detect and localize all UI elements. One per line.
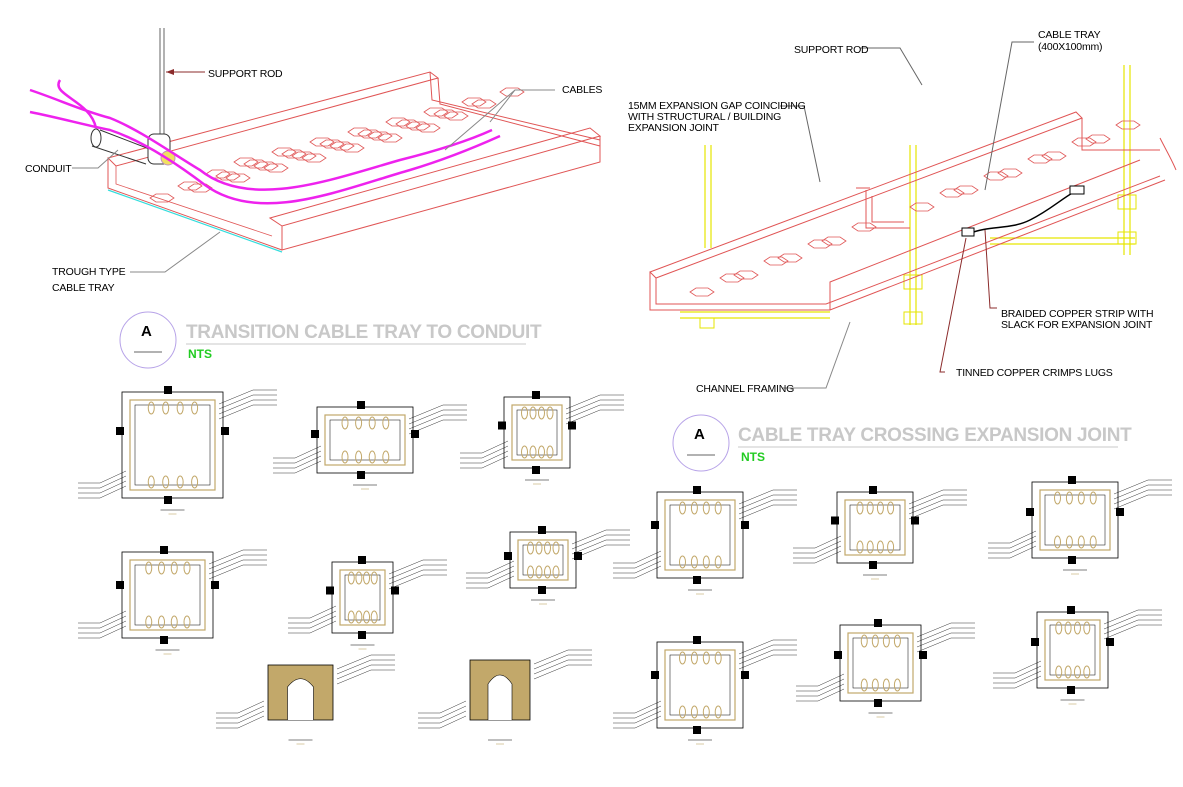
cable-tray-size-label: (400X100mm) xyxy=(1038,41,1102,53)
plan-details-grid xyxy=(78,386,1172,745)
expansion-gap-label-1: 15MM EXPANSION GAP COINCIDING xyxy=(628,100,806,112)
support-rod-label: SUPPORT ROD xyxy=(208,68,283,80)
braided-strip-label-1: BRAIDED COPPER STRIP WITH xyxy=(1001,308,1153,320)
detail-b-scale: NTS xyxy=(741,450,765,464)
detail-tag-b: A xyxy=(694,426,705,443)
plan-detail-11 xyxy=(988,476,1172,575)
plan-detail-12 xyxy=(613,636,797,745)
detail-a-title: TRANSITION CABLE TRAY TO CONDUIT xyxy=(186,322,542,343)
channel-framing-label: CHANNEL FRAMING xyxy=(696,383,794,395)
expansion-gap-label-3: EXPANSION JOINT xyxy=(628,122,720,134)
cable-tray-label-b: CABLE TRAY xyxy=(1038,29,1101,41)
cable-tray-label: CABLE TRAY xyxy=(52,282,115,294)
detail-a-title-block: A TRANSITION CABLE TRAY TO CONDUIT NTS xyxy=(119,311,542,369)
plan-detail-6 xyxy=(466,526,630,605)
detail-tag: A xyxy=(141,323,152,340)
plan-detail-2 xyxy=(273,401,467,490)
detail-a-scale: NTS xyxy=(188,347,212,361)
plan-detail-3 xyxy=(460,391,624,485)
plan-detail-10 xyxy=(793,486,967,580)
plan-detail-8 xyxy=(418,649,592,745)
plan-detail-9 xyxy=(613,486,797,595)
plan-detail-13 xyxy=(796,619,975,718)
plan-detail-7 xyxy=(216,654,395,745)
conduit-label: CONDUIT xyxy=(25,163,72,175)
detail-b-isometric: SUPPORT ROD CABLE TRAY (400X100mm) 15MM … xyxy=(628,29,1177,395)
trough-type-label: TROUGH TYPE xyxy=(52,266,126,278)
detail-a-isometric: SUPPORT ROD CABLES CONDUIT TROUGH TYPE C… xyxy=(25,28,603,294)
expansion-gap-label-2: WITH STRUCTURAL / BUILDING xyxy=(628,111,781,123)
support-rod-label-b: SUPPORT ROD xyxy=(794,44,869,56)
cables-label: CABLES xyxy=(562,84,602,96)
detail-b-title-block: A CABLE TRAY CROSSING EXPANSION JOINT NT… xyxy=(672,414,1132,472)
braided-strip-label-2: SLACK FOR EXPANSION JOINT xyxy=(1001,319,1153,331)
plan-detail-4 xyxy=(78,546,267,655)
crimp-lugs-label: TINNED COPPER CRIMPS LUGS xyxy=(956,367,1113,379)
plan-detail-5 xyxy=(288,556,447,650)
plan-detail-14 xyxy=(993,606,1162,705)
plan-detail-1 xyxy=(78,386,277,515)
detail-b-title: CABLE TRAY CROSSING EXPANSION JOINT xyxy=(738,425,1132,446)
